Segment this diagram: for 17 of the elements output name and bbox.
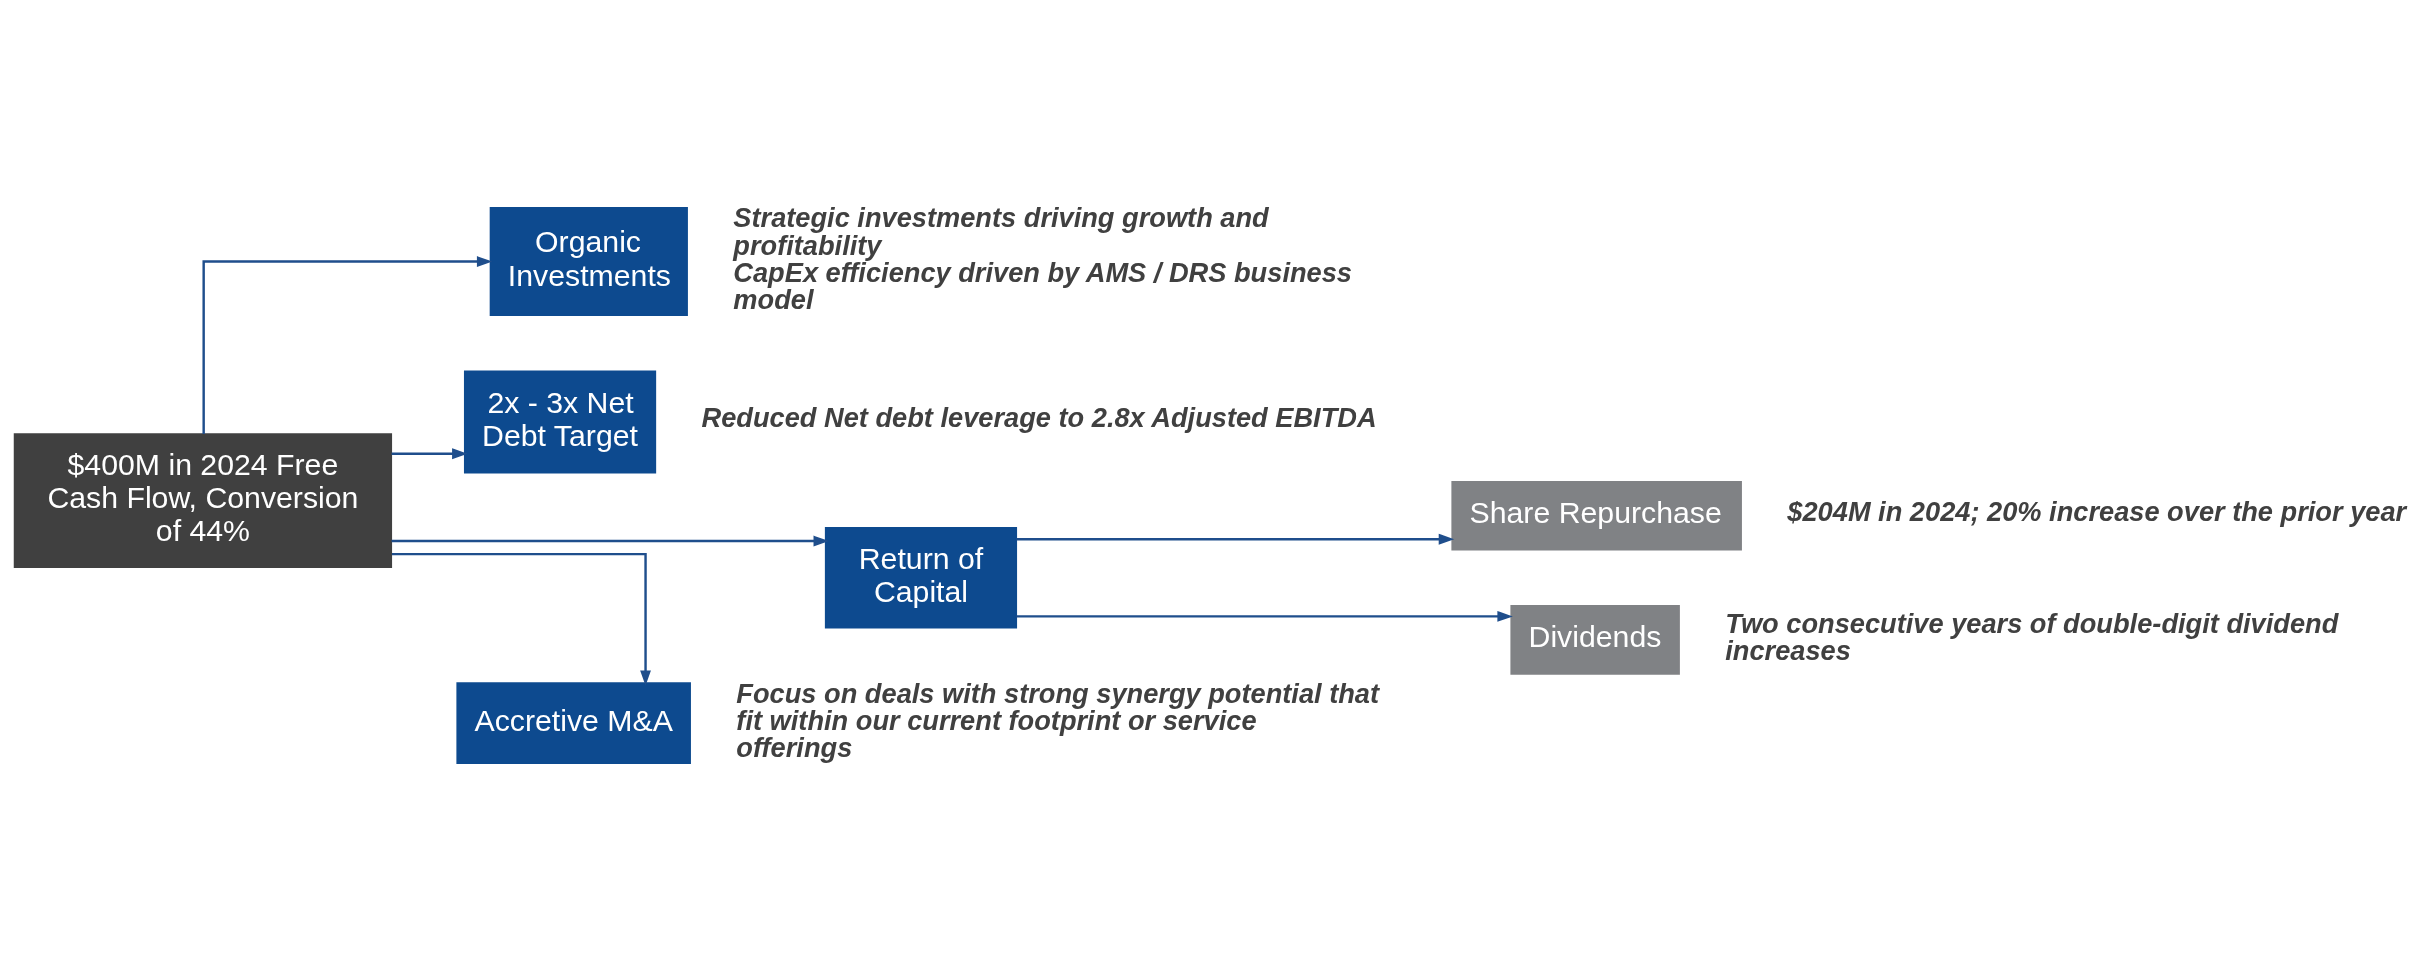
node-label: Reduced Net debt leverage to 2.8x Adjusted EBITDA — [701, 402, 1377, 434]
node-box: 2x - 3x Net Debt Target — [463, 370, 657, 474]
arrow — [391, 552, 651, 686]
node-box: Accretive M&A — [456, 682, 691, 764]
node-label: Two consecutive years of double-digit dividend increases — [1725, 607, 2339, 667]
node-box: Share Repurchase — [1451, 480, 1742, 551]
node-label: $204M in 2024; 20% increase over the prior year — [1787, 495, 2407, 527]
arrow — [202, 256, 493, 435]
node-box: Dividends — [1510, 605, 1680, 675]
node-label: Focus on deals with strong synergy potential that fit within our current footprint or service offerings — [736, 677, 1380, 763]
arrow — [1016, 533, 1455, 545]
arrow — [1016, 611, 1513, 622]
node-box: $400M in 2024 Free Cash Flow, Conversion of 44% — [13, 433, 393, 568]
arrow — [391, 448, 468, 460]
node-box: Organic Investments — [489, 207, 688, 316]
arrow — [391, 535, 829, 547]
node-box: Return of Capital — [824, 527, 1018, 629]
